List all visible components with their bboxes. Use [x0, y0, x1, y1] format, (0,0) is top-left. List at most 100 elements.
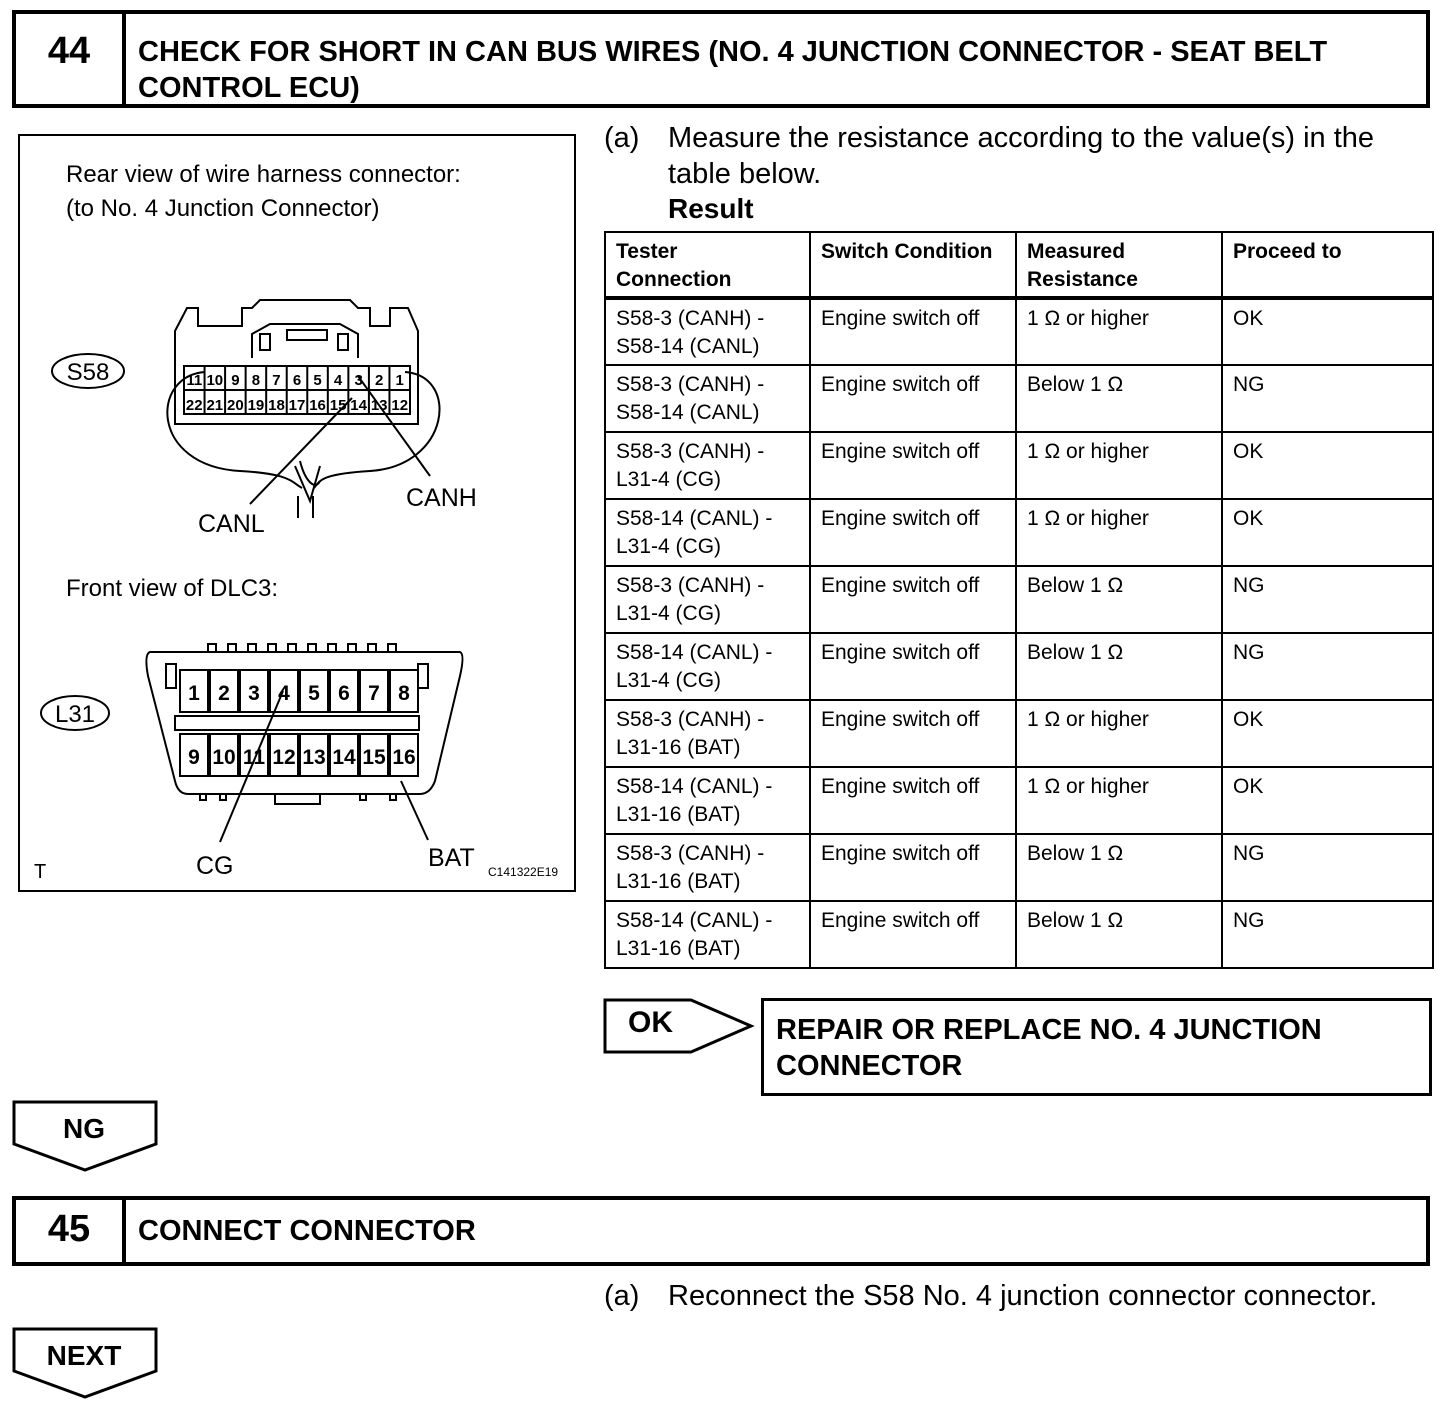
step-45-header: 45 CONNECT CONNECTOR: [12, 1196, 1430, 1266]
s58-pin-label: 16: [309, 397, 326, 414]
canh-label: CANH: [406, 484, 477, 512]
s58-pin-label: 3: [354, 372, 362, 389]
dlc3-pin-label: 8: [398, 682, 410, 705]
dlc3-pin-cell: [239, 733, 269, 777]
s58-pin-label: 1: [396, 372, 404, 389]
dlc3-pin-cell: [299, 733, 329, 777]
measured-resistance-cell: 1 Ω or higher: [1015, 699, 1223, 768]
dlc3-pin-label: 11: [243, 746, 266, 769]
step-title: CONNECT CONNECTOR: [138, 1215, 476, 1247]
ok-action-line-1: REPAIR OR REPLACE NO. 4 JUNCTION: [776, 1014, 1322, 1046]
s58-pin-label: 15: [330, 397, 347, 414]
table-row: S58-3 (CANH) -L31-16 (BAT)Engine switch …: [604, 833, 1434, 902]
proceed-to-cell: OK: [1221, 498, 1434, 567]
next-arrow-shape: [12, 1327, 158, 1399]
s58-pin-label: 18: [268, 397, 285, 414]
s58-pin-label: 6: [293, 372, 301, 389]
instruction-text-line-2: table below.: [668, 158, 822, 190]
cg-leader: [219, 690, 284, 843]
dlc3-pin-label: 5: [308, 682, 320, 705]
measured-resistance-cell: 1 Ω or higher: [1015, 297, 1223, 366]
measured-resistance-cell: Below 1 Ω: [1015, 565, 1223, 634]
proceed-to-cell: OK: [1221, 297, 1434, 366]
proceed-to-cell: NG: [1221, 900, 1434, 969]
table-row: S58-3 (CANH) -L31-4 (CG)Engine switch of…: [604, 565, 1434, 634]
canh-leader: [357, 375, 431, 477]
measured-resistance-cell: 1 Ω or higher: [1015, 431, 1223, 500]
switch-condition-cell: Engine switch off: [809, 498, 1017, 567]
instruction-text: Reconnect the S58 No. 4 junction connect…: [668, 1280, 1378, 1312]
step-number: 45: [16, 1200, 126, 1262]
dlc3-pin-cell: [179, 733, 209, 777]
s58-connector: [166, 299, 441, 518]
switch-condition-cell: Engine switch off: [809, 431, 1017, 500]
ok-action-line-2: CONNECTOR: [776, 1050, 963, 1082]
ok-arrow-shape: [603, 998, 755, 1054]
figure-code: C141322E19: [488, 865, 558, 879]
instruction-text-line-1: Measure the resistance according to the …: [668, 122, 1375, 154]
s58-pin-label: 12: [391, 397, 408, 414]
next-label: NEXT: [46, 1340, 122, 1371]
connector-diagram: Rear view of wire harness connector: (to…: [18, 134, 576, 892]
tester-connection-cell: S58-3 (CANH) -L31-4 (CG): [604, 431, 811, 500]
corner-mark: T: [34, 861, 46, 883]
header-proceed-to: Proceed to: [1221, 231, 1434, 300]
canl-leader: [249, 397, 353, 505]
tester-connection-cell: S58-14 (CANL) -L31-16 (BAT): [604, 766, 811, 835]
step-number: 44: [16, 14, 126, 104]
tester-connection-cell: S58-3 (CANH) -S58-14 (CANL): [604, 297, 811, 366]
instruction-45: (a) Reconnect the S58 No. 4 junction con…: [604, 1278, 1434, 1318]
dlc3-pin-cell: [329, 733, 359, 777]
s58-pin-label: 19: [248, 397, 265, 414]
switch-condition-cell: Engine switch off: [809, 699, 1017, 768]
tester-connection-cell: S58-3 (CANH) -L31-4 (CG): [604, 565, 811, 634]
switch-condition-cell: Engine switch off: [809, 297, 1017, 366]
tester-connection-cell: S58-14 (CANL) -L31-16 (BAT): [604, 900, 811, 969]
switch-condition-cell: Engine switch off: [809, 364, 1017, 433]
table-row: S58-3 (CANH) -S58-14 (CANL)Engine switch…: [604, 297, 1434, 366]
proceed-to-cell: OK: [1221, 766, 1434, 835]
table-row: S58-14 (CANL) -L31-16 (BAT)Engine switch…: [604, 900, 1434, 969]
dlc3-pin-cell: [239, 669, 269, 713]
proceed-to-cell: OK: [1221, 699, 1434, 768]
instruction-label: (a): [604, 122, 640, 154]
s58-pin-label: 10: [206, 372, 223, 389]
header-switch-condition: Switch Condition: [809, 231, 1017, 300]
table-row: S58-3 (CANH) -L31-16 (BAT)Engine switch …: [604, 699, 1434, 768]
dlc3-pin-cell: [359, 669, 389, 713]
table-row: S58-14 (CANL) -L31-16 (BAT)Engine switch…: [604, 766, 1434, 835]
dlc3-pin-label: 1: [188, 682, 200, 705]
dlc3-pin-label: 7: [368, 682, 380, 705]
dlc3-pin-label: 10: [212, 746, 235, 769]
s58-label-oval: [51, 353, 125, 389]
step-44-header: 44 CHECK FOR SHORT IN CAN BUS WIRES (NO.…: [12, 10, 1430, 108]
dlc3-pin-cell: [209, 733, 239, 777]
s58-pin-label: 7: [272, 372, 280, 389]
tester-connection-cell: S58-3 (CANH) -S58-14 (CANL): [604, 364, 811, 433]
dlc3-pin-cell: [179, 669, 209, 713]
step-title: CHECK FOR SHORT IN CAN BUS WIRES (NO. 4 …: [138, 36, 1328, 104]
s58-pin-label: 2: [375, 372, 383, 389]
dlc3-pin-label: 2: [218, 682, 230, 705]
dlc3-pin-cell: [269, 733, 299, 777]
switch-condition-cell: Engine switch off: [809, 632, 1017, 701]
tester-connection-cell: S58-14 (CANL) -L31-4 (CG): [604, 632, 811, 701]
dlc3-pin-label: 6: [338, 682, 350, 705]
s58-pin-label: 8: [252, 372, 260, 389]
l31-label-oval: [40, 695, 110, 731]
instruction-label: (a): [604, 1280, 640, 1312]
proceed-to-cell: OK: [1221, 431, 1434, 500]
switch-condition-cell: Engine switch off: [809, 900, 1017, 969]
bat-leader: [400, 780, 429, 841]
proceed-to-cell: NG: [1221, 565, 1434, 634]
measured-resistance-cell: 1 Ω or higher: [1015, 498, 1223, 567]
instruction-44: (a) Measure the resistance according to …: [604, 120, 1434, 200]
s58-pin-label: 14: [350, 397, 367, 414]
measured-resistance-cell: Below 1 Ω: [1015, 364, 1223, 433]
table-row: S58-14 (CANL) -L31-4 (CG)Engine switch o…: [604, 498, 1434, 567]
proceed-to-cell: NG: [1221, 364, 1434, 433]
dlc3-pin-cell: [389, 669, 419, 713]
